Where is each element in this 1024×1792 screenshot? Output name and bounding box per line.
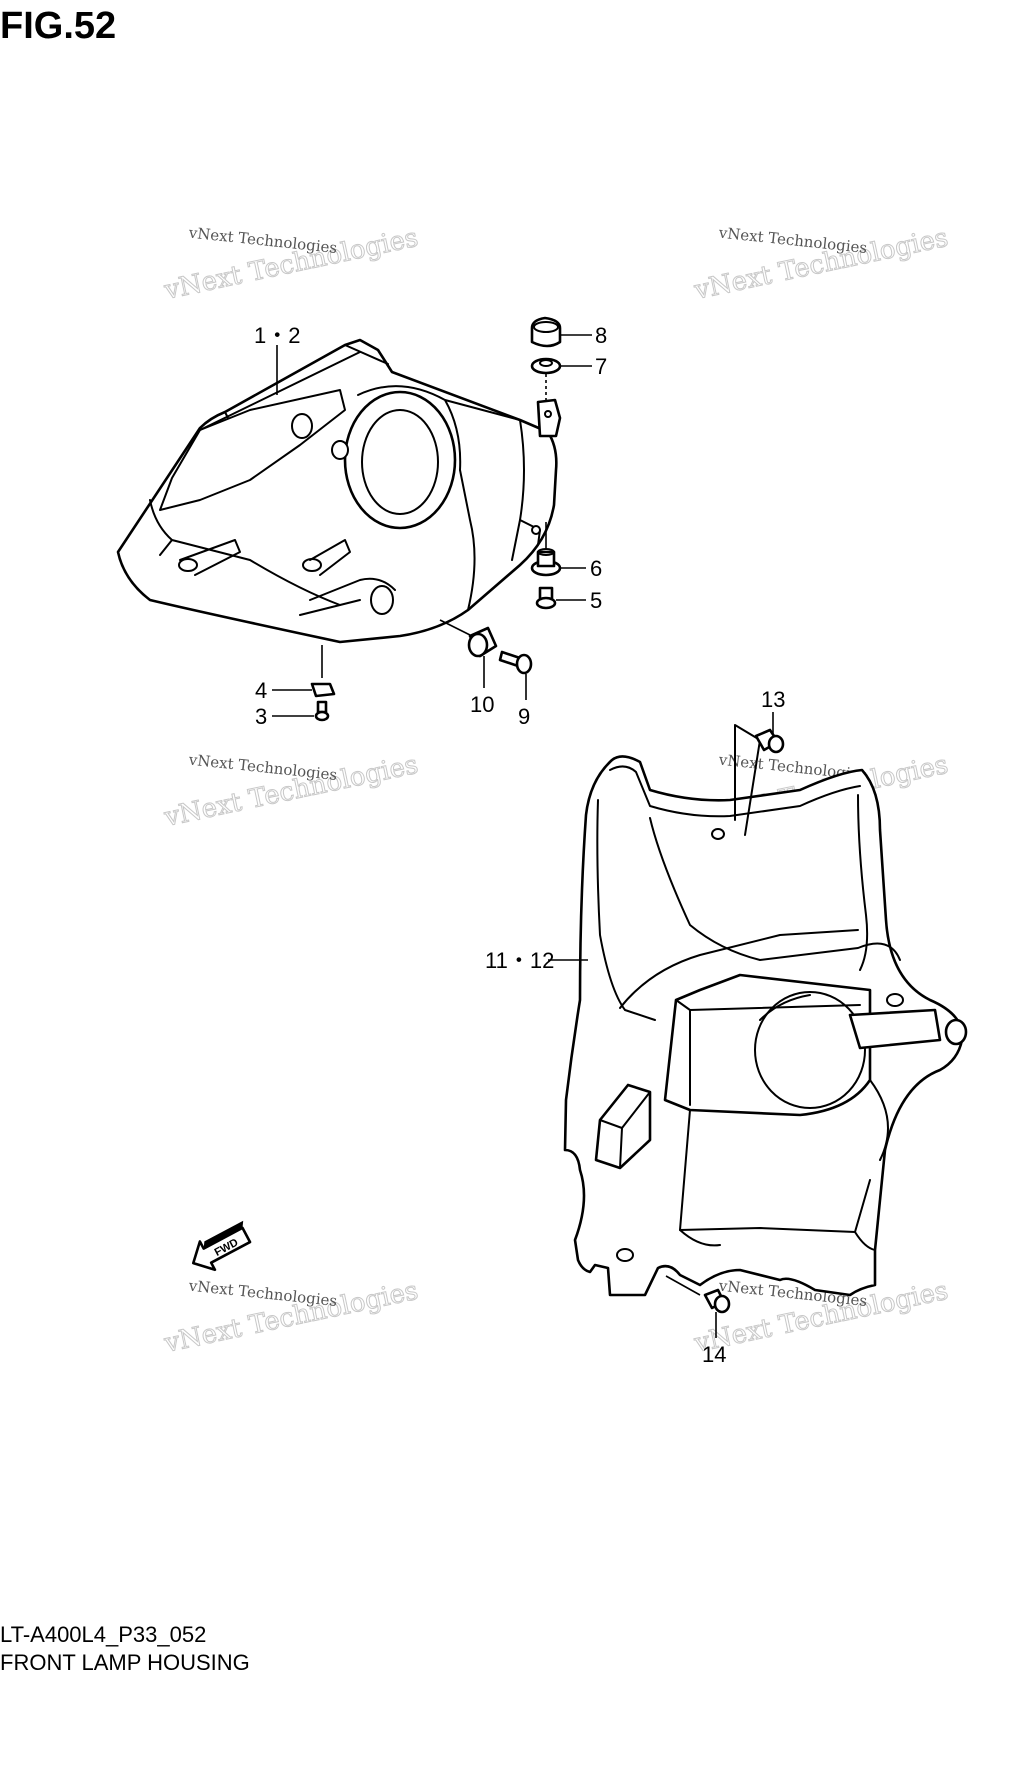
grommet-top — [533, 321, 559, 333]
fwd-direction-arrow: FWD — [191, 1220, 252, 1272]
clip-nut-body — [310, 682, 336, 698]
screw-part-3 — [314, 700, 330, 722]
bracket-hole — [544, 410, 552, 418]
screw-head — [515, 653, 533, 675]
callout-9: 9 — [518, 674, 530, 729]
side-pad-face — [599, 1091, 651, 1169]
callout-label: 7 — [595, 354, 607, 379]
bolt-part-5 — [535, 586, 557, 610]
lower-mount-hole — [531, 525, 541, 535]
collar-part-6 — [530, 548, 562, 577]
callout-label: 5 — [590, 588, 602, 613]
model-code: LT-A400L4_P33_052 — [0, 1622, 206, 1647]
callout-13: 13 — [761, 687, 785, 734]
callout-label: 1・2 — [254, 323, 300, 348]
callout-label: 4 — [255, 678, 267, 703]
mount-hole-mid — [331, 440, 349, 460]
callout-4: 4 — [255, 678, 312, 703]
assembly-guide-10 — [439, 619, 471, 636]
lamp-cup-bracket — [663, 973, 872, 1117]
watermark-top-right: vNext Technologies vNext Technologies — [690, 222, 951, 306]
callout-14: 14 — [702, 1312, 726, 1367]
inner-cover-right-wall — [857, 794, 869, 971]
watermark-text: vNext Technologies — [187, 750, 338, 784]
diagram-caption: FRONT LAMP HOUSING — [0, 1650, 250, 1675]
callout-label: 10 — [470, 692, 494, 717]
grommet-part-8 — [530, 316, 562, 348]
clip-nut-part-4 — [310, 682, 336, 698]
callout-7: 7 — [560, 354, 607, 379]
callout-3: 3 — [255, 704, 314, 729]
watermark-mid-left: vNext Technologies vNext Technologies — [160, 749, 421, 833]
inner-cover-lower-cavity — [679, 1109, 871, 1233]
watermark-text: vNext Technologies — [187, 1276, 338, 1310]
watermark-text: vNext Technologies — [717, 223, 868, 257]
top-slot-hole — [711, 828, 725, 840]
mount-hole-left — [178, 558, 198, 572]
inner-cover-recess-top — [649, 817, 901, 961]
fwd-arrow-shape — [191, 1226, 252, 1272]
callout-1-2: 1・2 — [254, 323, 300, 395]
callout-6: 6 — [560, 556, 602, 581]
lamp-opening-inner — [361, 409, 439, 515]
housing-top-ridge — [199, 344, 389, 431]
housing-rib-left — [179, 539, 241, 576]
callout-5: 5 — [556, 588, 602, 613]
mount-hole-center — [302, 558, 322, 572]
inner-cover-left-wall — [596, 799, 656, 1021]
lamp-cup-opening — [754, 991, 866, 1109]
callout-label: 9 — [518, 704, 530, 729]
inner-cover-top-rim — [609, 765, 861, 818]
right-mount-hole — [944, 1018, 968, 1046]
inner-cover-part — [563, 724, 968, 1297]
bolt-head — [535, 596, 557, 610]
fwd-arrow-depth — [203, 1220, 244, 1249]
clip-head — [767, 734, 785, 754]
housing-rib-lower — [299, 577, 396, 616]
clip-part-14 — [703, 1288, 731, 1314]
housing-inner-panel — [159, 389, 346, 511]
washer-part-7 — [530, 357, 562, 375]
mount-boss-bottom — [370, 585, 394, 615]
screw-head — [314, 710, 330, 722]
watermark-top-left: vNext Technologies vNext Technologies — [160, 222, 421, 306]
bottom-mount-hole — [616, 1248, 634, 1262]
callout-label: 14 — [702, 1342, 726, 1367]
lamp-bowl-top — [357, 385, 521, 471]
lamp-cup-shadow — [759, 994, 889, 1161]
callout-label: 8 — [595, 323, 607, 348]
clip-part-13 — [754, 728, 785, 754]
watermark-text: vNext Technologies — [187, 223, 338, 257]
inner-cover-recess-curve — [619, 929, 859, 1009]
inner-cover-lower-fold — [679, 1229, 876, 1251]
callout-8: 8 — [560, 323, 607, 348]
cushion-face — [467, 632, 489, 658]
housing-bracket-tab — [536, 398, 562, 438]
right-tab-boss — [886, 993, 904, 1007]
washer-hole — [539, 359, 553, 367]
watermark-bottom-left: vNext Technologies vNext Technologies — [160, 1275, 421, 1359]
screw-part-9 — [498, 650, 533, 675]
mount-hole-top — [291, 413, 313, 439]
clip-head — [713, 1294, 731, 1314]
callout-label: 13 — [761, 687, 785, 712]
figure-title: FIG.52 — [0, 5, 116, 47]
housing-rib-center — [309, 539, 351, 576]
front-lamp-housing-part — [116, 338, 562, 644]
cushion-part-10 — [467, 626, 498, 658]
screw-shank — [316, 700, 328, 714]
callout-label: 3 — [255, 704, 267, 729]
housing-inner-slope — [149, 499, 341, 606]
callout-label: 11・12 — [485, 948, 554, 973]
assembly-guide-14 — [665, 1275, 701, 1296]
inner-cover-right-tab — [848, 1008, 942, 1050]
housing-right-face — [459, 419, 525, 611]
callout-10: 10 — [470, 656, 494, 717]
callout-11-12: 11・12 — [485, 948, 588, 973]
housing-outline — [116, 338, 558, 644]
callout-label: 6 — [590, 556, 602, 581]
